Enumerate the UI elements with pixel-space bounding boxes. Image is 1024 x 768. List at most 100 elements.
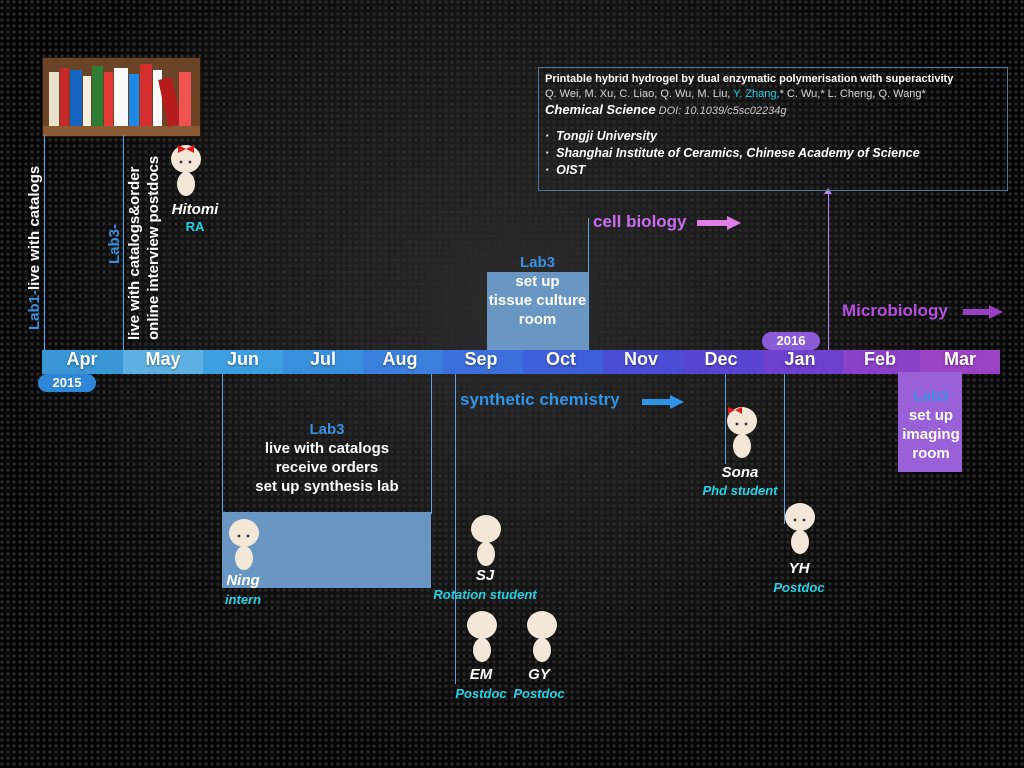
yh-name: YH: [788, 560, 810, 577]
imaging-line2: imaging: [902, 426, 960, 443]
bookshelf-photo: [42, 57, 201, 137]
synthetic-chemistry-arrow-icon: [642, 395, 684, 414]
imaging-room-text: Lab3 set up imaging room: [888, 387, 974, 463]
synthetic-chemistry-label: synthetic chemistry: [460, 390, 620, 409]
sj-name: SJ: [475, 567, 495, 584]
year-2015-badge: 2015: [38, 374, 96, 392]
aug-vline: [431, 374, 432, 514]
month-aug: Aug: [382, 349, 418, 369]
em-role: Postdoc: [455, 686, 507, 701]
year-2016-badge: 2016: [762, 332, 820, 350]
affiliation-sic: Shanghai Institute of Ceramics, Chinese …: [556, 146, 920, 160]
authors-part-c: L. Cheng, Q. Wang: [824, 88, 922, 100]
may-vline: [123, 135, 124, 350]
gy-figure-icon: [522, 608, 562, 666]
imaging-room-block: [898, 372, 962, 472]
seg-oct: [523, 350, 603, 374]
synthesis-line2: receive orders: [275, 459, 379, 476]
month-nov: Nov: [623, 349, 658, 369]
seg-jul: [283, 350, 363, 374]
paper-journal: Chemical Science: [545, 102, 656, 117]
tissue-culture-block: [487, 272, 588, 350]
jan-vline: [784, 374, 785, 524]
affiliation-item: · Tongji University: [545, 129, 658, 143]
sona-role: Phd student: [702, 483, 778, 498]
paper-authors: Q. Wei, M. Xu, C. Liao, Q. Wu, M. Liu, Y…: [545, 87, 1001, 102]
yh-figure-icon: [780, 500, 820, 558]
may-vertical-label-1: live with catalogs&order: [126, 166, 143, 340]
gy-name: GY: [528, 666, 550, 683]
synthesis-line1: live with catalogs: [264, 440, 390, 457]
paper-affiliations: · Tongji University · Shanghai Institute…: [545, 128, 1001, 179]
jun-vline: [222, 374, 223, 514]
authors-star-3: *: [921, 88, 926, 100]
affiliation-item: · OIST: [545, 163, 586, 177]
tissue-line2: tissue culture: [488, 292, 587, 309]
sj-role: Rotation student: [433, 587, 537, 602]
synthesis-lab-block: [222, 512, 431, 588]
lab1-prefix: Lab1-: [26, 289, 43, 330]
synthesis-lab3: Lab3: [309, 421, 345, 438]
tissue-line3: room: [518, 311, 557, 328]
paper-box: Printable hybrid hydrogel by dual enzyma…: [538, 67, 1008, 191]
paper-arrowhead: [824, 188, 832, 194]
authors-part-a: Q. Wei, M. Xu, C. Liao, Q. Wu, M. Liu,: [545, 88, 734, 100]
seg-sep: [443, 350, 523, 374]
hitomi-figure-icon: [166, 142, 206, 200]
imaging-line3: room: [912, 445, 950, 462]
paper-title: Printable hybrid hydrogel by dual enzyma…: [545, 73, 954, 85]
month-feb: Feb: [863, 349, 896, 369]
apr-vline: [44, 135, 45, 350]
month-apr: Apr: [66, 349, 98, 369]
microbiology-arrow-icon: [963, 305, 1003, 324]
ning-name: Ning: [226, 572, 260, 589]
tissue-lab3: Lab3: [519, 254, 555, 271]
lab1-vertical-label: Lab1-live with catalogs: [26, 166, 43, 330]
ning-figure-icon: [224, 516, 264, 574]
seg-mar: [920, 350, 1000, 374]
seg-dec: [683, 350, 763, 374]
dec-vline: [725, 374, 726, 464]
imaging-lab3: Lab3: [913, 388, 949, 405]
affiliation-tongji: Tongji University: [556, 129, 658, 143]
gy-role: Postdoc: [513, 686, 565, 701]
seg-jun: [203, 350, 283, 374]
authors-highlight: Y. Zhang,: [733, 88, 780, 100]
sona-figure-icon: [722, 404, 762, 462]
sona-name: Sona: [721, 464, 759, 481]
synthesis-line3: set up synthesis lab: [255, 478, 399, 495]
month-mar: Mar: [943, 349, 976, 369]
seg-aug: [363, 350, 443, 374]
lab3-vertical-label: Lab3-: [106, 223, 123, 264]
seg-jan: [763, 350, 843, 374]
sep-vline: [455, 374, 456, 684]
hitomi-role: RA: [185, 219, 205, 234]
tissue-culture-text: Lab3 set up tissue culture room: [470, 253, 605, 329]
affiliation-item: · Shanghai Institute of Ceramics, Chines…: [545, 146, 920, 160]
em-figure-icon: [462, 608, 502, 666]
paper-journal-line: Chemical Science DOI: 10.1039/c5sc02234g: [545, 102, 1001, 119]
authors-star-1: *: [779, 88, 784, 100]
em-name: EM: [469, 666, 493, 683]
hitomi-name: Hitomi: [171, 201, 219, 218]
month-dec: Dec: [704, 349, 738, 369]
month-oct: Oct: [545, 349, 576, 369]
tissue-line1: set up: [515, 273, 560, 290]
authors-part-b: C. Wu,: [783, 88, 821, 100]
lab1-text: live with catalogs: [26, 165, 43, 290]
seg-nov: [603, 350, 683, 374]
month-sep: Sep: [464, 349, 498, 369]
cell-biology-label: cell biology: [593, 212, 687, 231]
affiliation-oist: OIST: [556, 163, 586, 177]
month-may: May: [145, 349, 181, 369]
paper-doi: DOI: 10.1039/c5sc02234g: [658, 105, 787, 117]
sj-figure-icon: [466, 512, 506, 570]
seg-feb: [843, 350, 920, 374]
ning-role: intern: [224, 592, 262, 607]
authors-star-2: *: [820, 88, 825, 100]
paper-vline: [828, 192, 829, 350]
yh-role: Postdoc: [773, 580, 825, 595]
month-jul: Jul: [309, 349, 336, 369]
month-jan: Jan: [784, 349, 816, 369]
month-jun: Jun: [226, 349, 259, 369]
